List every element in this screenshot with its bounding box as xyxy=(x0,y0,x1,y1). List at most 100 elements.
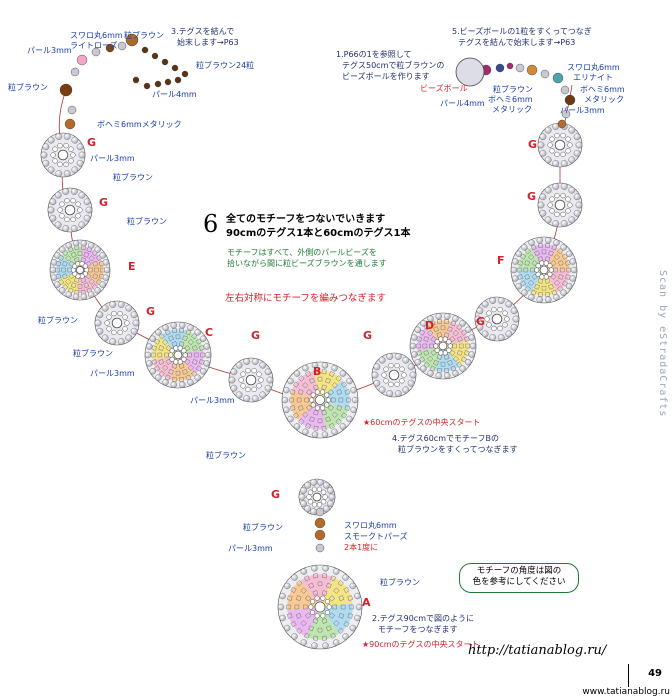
bead xyxy=(64,118,76,130)
page-number: 49 xyxy=(648,668,662,679)
label-brown-24: 粒ブラウン24粒 xyxy=(196,61,255,70)
motif-letter-g: G xyxy=(363,329,373,342)
motif-small xyxy=(94,300,140,346)
label-bohemian: ボヘミ6mm xyxy=(488,95,533,104)
motif-note-line2: 拾いながら間に粒ビーズブラウンを通します xyxy=(227,259,387,269)
label-brown: 粒ブラウン xyxy=(124,31,164,40)
step5-line1: 5.ビーズボールの1粒をすくってつなぎ xyxy=(452,27,592,36)
angle-note-line2: 色を参考にしてください xyxy=(472,577,566,588)
motif-large xyxy=(409,312,477,380)
bead xyxy=(91,47,101,57)
motif-large xyxy=(281,361,359,439)
motif-letter-g: G xyxy=(99,196,109,209)
motif-large xyxy=(49,239,111,301)
step2-line2: モチーフをつなぎます xyxy=(378,625,458,634)
bead xyxy=(164,78,172,86)
bead xyxy=(143,82,151,90)
label-brown: 粒ブラウン xyxy=(38,316,78,325)
bead xyxy=(564,94,576,106)
label-metallic: メタリック xyxy=(492,105,532,114)
motif-small xyxy=(474,296,520,342)
step1-line1: 1.P66の1を参照して xyxy=(336,50,412,59)
label-pearl-4mm: パール4mm xyxy=(440,99,485,108)
motif-letter-e: E xyxy=(128,260,136,273)
bead xyxy=(515,63,525,73)
motif-small xyxy=(298,478,336,516)
bead xyxy=(105,43,115,53)
label-bohemian: ボヘミ6mmメタリック xyxy=(97,120,182,129)
start-60-note: ★60cmのテグスの中央スタート xyxy=(363,418,481,427)
bead xyxy=(117,41,127,51)
motif-letter-c: C xyxy=(205,326,214,339)
bead xyxy=(561,109,571,119)
footer-url: www.tatianablog.ru xyxy=(582,687,670,697)
step2-line1: 2.テグス90cmで図のように xyxy=(372,614,475,623)
label-swarovski-6mm: スワロ丸6mm xyxy=(567,63,620,72)
bead xyxy=(506,62,514,70)
label-two-at-once: 2本1度に xyxy=(344,543,379,552)
motif-small xyxy=(537,122,583,168)
bead xyxy=(151,52,159,60)
chain-lines xyxy=(58,84,573,401)
motif-small xyxy=(40,132,86,178)
motif-small xyxy=(537,182,583,228)
label-brown: 粒ブラウン xyxy=(380,578,420,587)
motif-letter-d: D xyxy=(425,319,435,332)
motif-small xyxy=(371,352,417,398)
step6-line1: 全てのモチーフをつないでいきます xyxy=(226,214,386,225)
bead xyxy=(560,85,570,95)
bead xyxy=(161,58,169,66)
bead xyxy=(181,70,189,78)
bead xyxy=(540,69,550,79)
bead xyxy=(315,543,325,553)
label-pearl-3mm: パール3mm xyxy=(560,106,605,115)
bead xyxy=(314,517,326,529)
bead xyxy=(171,64,179,72)
bead xyxy=(495,63,505,73)
step6-line2: 90cmのテグス1本と60cmのテグス1本 xyxy=(226,227,411,239)
label-pearl-3mm: パール3mm xyxy=(90,369,135,378)
motif-small xyxy=(228,357,274,403)
motif-note: モチーフはすべて、外側のパールビーズを 拾いながら間に粒ビーズブラウンを通します xyxy=(227,247,387,269)
label-bohemian: ボヘミ6mm xyxy=(580,85,625,94)
motif-letter-g: G xyxy=(527,190,537,203)
bead xyxy=(76,54,88,66)
motif-small xyxy=(47,187,93,233)
bead xyxy=(70,67,80,77)
motif-letter-f: F xyxy=(497,254,505,267)
motif-large xyxy=(277,564,363,650)
symmetry-note: 左右対称にモチーフを編みつなぎます xyxy=(225,293,386,304)
bead xyxy=(67,105,77,115)
bead xyxy=(141,46,149,54)
bead-strands xyxy=(59,33,576,553)
label-brown: 粒ブラウン xyxy=(206,451,246,460)
step3-line2: 始末します→P63 xyxy=(177,38,239,47)
bead xyxy=(125,33,139,47)
label-pearl-3mm: パール3mm xyxy=(27,46,72,55)
motifs xyxy=(40,122,583,650)
step6-heading: 全てのモチーフをつないでいきます 90cmのテグス1本と60cmのテグス1本 xyxy=(226,213,410,240)
step4-line1: 4.テグス60cmでモチーフBの xyxy=(392,434,500,443)
blog-url[interactable]: http://tatianablog.ru/ xyxy=(468,643,607,658)
step4-line2: 粒ブラウンをすくってつなぎます xyxy=(398,445,518,454)
bead xyxy=(526,64,538,76)
label-brown: 粒ブラウン xyxy=(127,217,167,226)
label-pearl-3mm: パール3mm xyxy=(190,396,235,405)
angle-note-line1: モチーフの角度は図の xyxy=(476,566,562,576)
motif-letter-g: G xyxy=(476,315,486,328)
motif-note-line1: モチーフはすべて、外側のパールビーズを xyxy=(227,248,377,257)
label-pearl-4mm: パール4mm xyxy=(152,90,197,99)
label-brown: 粒ブラウン xyxy=(243,523,283,532)
step1-line2: テグス50cmで粒ブラウンの xyxy=(342,61,445,70)
motif-large xyxy=(510,236,578,304)
step6-number: 6 xyxy=(203,210,219,238)
bead xyxy=(174,76,182,84)
bead xyxy=(132,76,140,84)
label-brown: 粒ブラウン xyxy=(113,173,153,182)
motif-letter-a: A xyxy=(362,596,371,609)
label-brown: 粒ブラウン xyxy=(493,85,533,94)
page-divider xyxy=(628,664,629,694)
bead xyxy=(552,72,564,84)
label-swarovski-6mm: スワロ丸6mm xyxy=(70,31,123,40)
